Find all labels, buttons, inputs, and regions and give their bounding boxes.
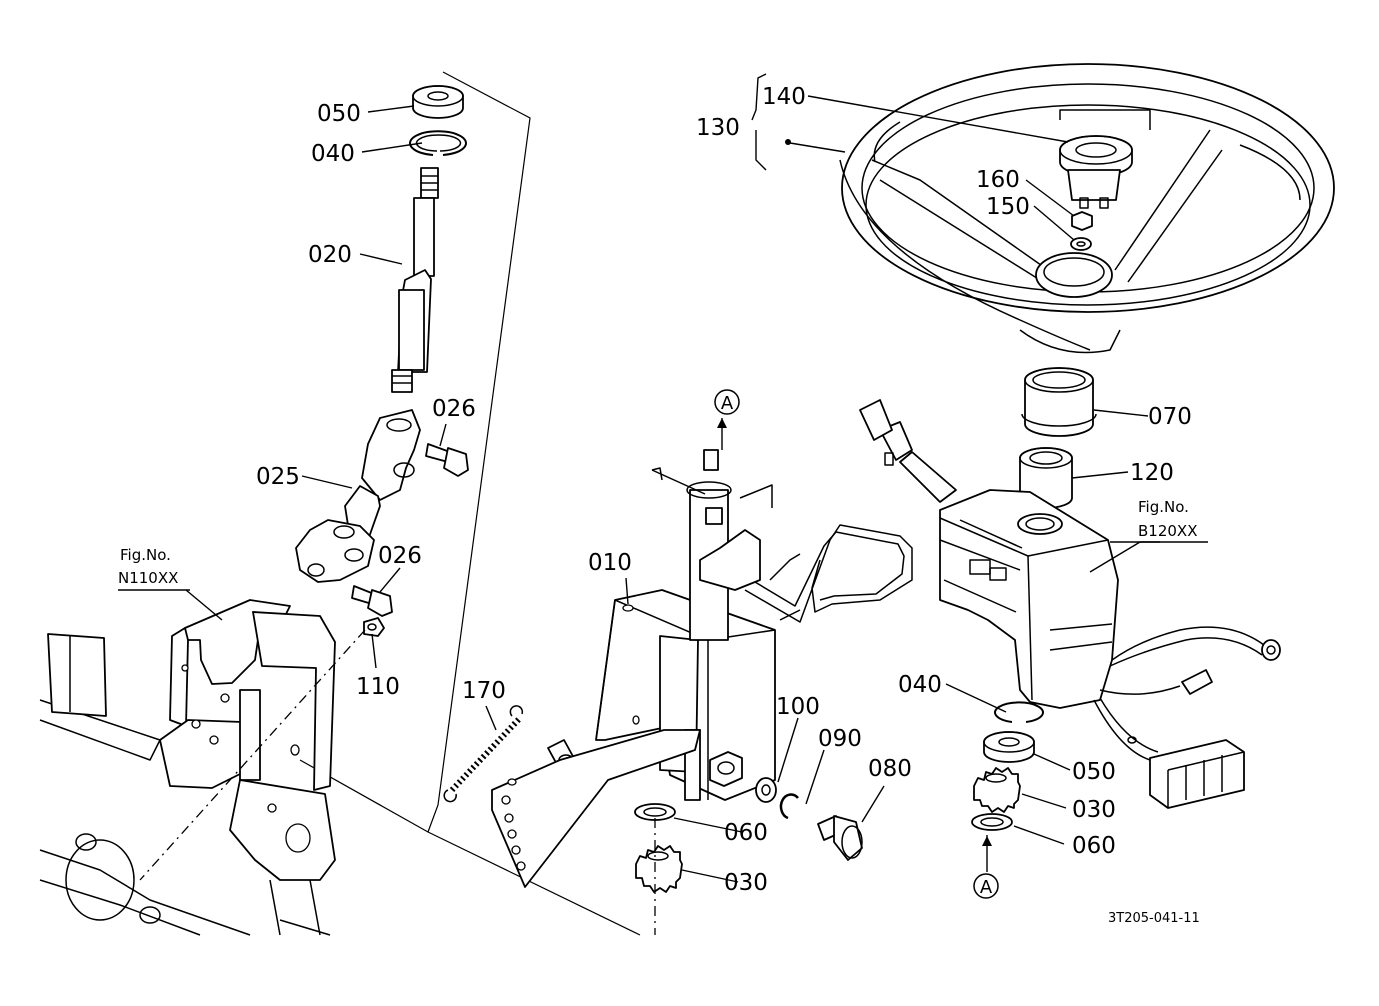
part-number-labels: 050 040 020 026 025 026 110 170 010 100 …	[256, 84, 1192, 896]
fig-ref-n110-line2: N110XX	[118, 569, 178, 587]
figure-reference-n110[interactable]: Fig.No. N110XX	[118, 546, 178, 587]
label-100: 100	[776, 694, 820, 720]
combination-switch-b120	[859, 399, 1119, 709]
label-090: 090	[818, 726, 862, 752]
label-080: 080	[868, 756, 912, 782]
fig-ref-n110-line1: Fig.No.	[120, 546, 171, 564]
leader-130-dot	[789, 142, 846, 153]
sleeve-070	[1021, 367, 1097, 437]
callout-a-bottom: A	[980, 877, 993, 898]
fig-ref-b120-line2: B120XX	[1138, 522, 1197, 540]
bearing-050-lower	[983, 731, 1035, 763]
label-060-center: 060	[724, 820, 768, 846]
steering-shaft-020	[391, 167, 439, 393]
label-160: 160	[976, 167, 1020, 193]
label-130: 130	[696, 115, 740, 141]
washer-150	[1070, 237, 1092, 251]
figure-reference-b120[interactable]: Fig.No. B120XX	[1138, 498, 1197, 540]
spring-washer-090	[779, 793, 799, 820]
callout-a-bottom-circle	[973, 873, 999, 899]
spring-170	[443, 705, 524, 803]
drawing-number: 3T205-041-11	[1108, 911, 1200, 926]
gear-030-lower	[973, 767, 1021, 813]
horn-cap-140	[1059, 135, 1133, 209]
fastener-small-left	[139, 906, 161, 924]
group-dot-130	[785, 139, 791, 145]
nut-110	[363, 617, 385, 637]
frame-bracket-n110	[39, 599, 336, 936]
callout-a-top-circle	[714, 389, 740, 415]
wiring-harness	[1093, 626, 1281, 809]
label-110: 110	[356, 674, 400, 700]
callout-a-bottom-arrowhead	[982, 836, 992, 846]
washer-100	[755, 777, 777, 803]
bolt-080	[817, 815, 863, 861]
fastener-small-left-2	[75, 833, 97, 851]
nut-160	[1071, 211, 1093, 231]
callout-a-top: A	[721, 393, 734, 414]
washer-060-center	[634, 803, 676, 821]
label-050-upper: 050	[317, 101, 361, 127]
label-020: 020	[308, 242, 352, 268]
label-050-lower: 050	[1072, 759, 1116, 785]
label-030-center: 030	[724, 870, 768, 896]
label-026-lower: 026	[378, 543, 422, 569]
label-026-upper: 026	[432, 396, 476, 422]
label-140: 140	[762, 84, 806, 110]
label-030-lower: 030	[1072, 797, 1116, 823]
snap-ring-040-lower	[994, 701, 1044, 723]
label-070: 070	[1148, 404, 1192, 430]
bolt-026-lower	[351, 585, 393, 617]
label-170: 170	[462, 678, 506, 704]
leader-lines	[118, 95, 1208, 883]
bolt-026-upper	[425, 443, 469, 477]
label-120: 120	[1130, 460, 1174, 486]
label-040-upper: 040	[311, 141, 355, 167]
label-040-lower: 040	[898, 672, 942, 698]
callout-a-top-arrowhead	[717, 418, 727, 428]
label-060-lower: 060	[1072, 833, 1116, 859]
snap-ring-040-upper	[409, 130, 467, 156]
assembly-centerline-left	[139, 629, 366, 881]
column-bracket-010	[491, 449, 913, 888]
label-010: 010	[588, 550, 632, 576]
universal-joint-025	[295, 409, 421, 583]
frame-plane-outline	[427, 71, 641, 936]
fig-ref-b120-line1: Fig.No.	[1138, 498, 1189, 516]
label-025: 025	[256, 464, 300, 490]
fastener-circle-left	[65, 839, 135, 921]
gear-030-center	[635, 845, 683, 893]
washer-060-lower	[971, 813, 1013, 831]
group-bracket-130	[751, 73, 767, 171]
label-150: 150	[986, 194, 1030, 220]
bearing-050-upper	[412, 85, 464, 119]
